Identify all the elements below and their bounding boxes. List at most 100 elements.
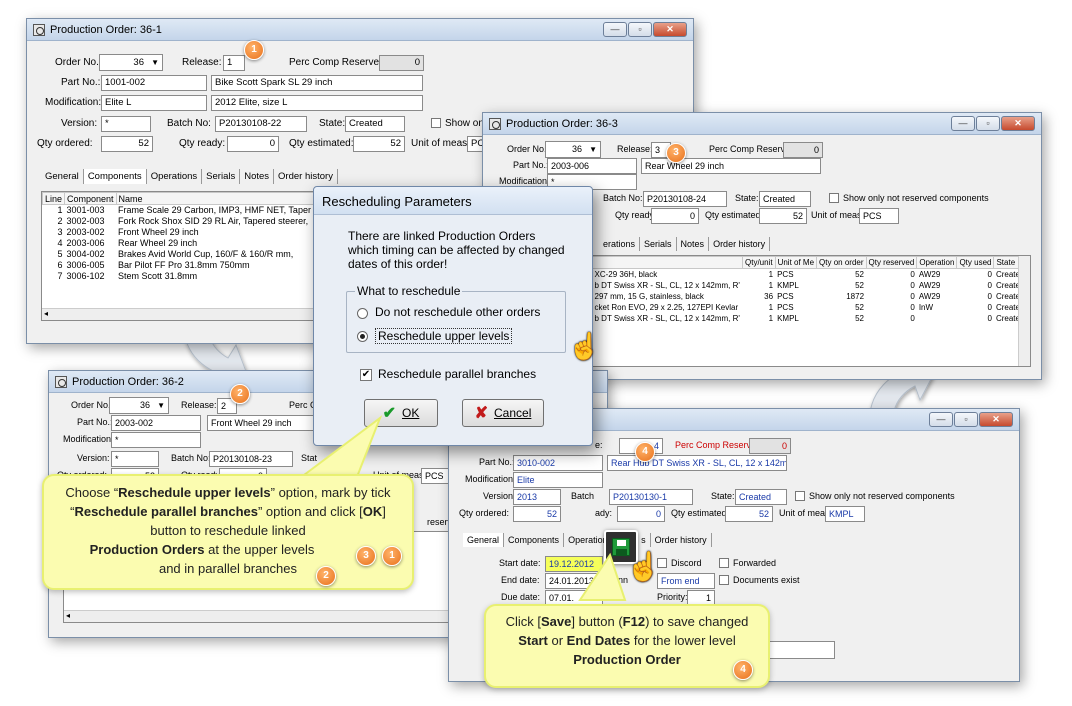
option-do-not-reschedule-radio[interactable]: [357, 308, 368, 319]
start-date-field[interactable]: 19.12.2012: [545, 556, 603, 572]
part-no-field[interactable]: 2003-002: [111, 415, 201, 431]
order-no-combo[interactable]: 36: [545, 141, 601, 158]
discord-checkbox[interactable]: [657, 558, 667, 568]
order-no-combo[interactable]: 36: [99, 54, 163, 71]
tab-notes[interactable]: s: [637, 533, 651, 547]
batch-no-field[interactable]: P20130108-22: [215, 116, 307, 132]
unit-field[interactable]: KMPL: [825, 506, 865, 522]
release-field[interactable]: 2: [217, 398, 237, 414]
qty-ready-field[interactable]: 0: [617, 506, 665, 522]
end-date-field[interactable]: 24.01.2013: [545, 573, 603, 589]
maximize-button[interactable]: ▫: [954, 412, 978, 427]
planning-field[interactable]: From end: [657, 573, 715, 589]
ok-button[interactable]: ✔ OK: [364, 399, 438, 427]
batch-no-field[interactable]: P20130130-1: [609, 489, 693, 505]
unit-field[interactable]: PCS: [859, 208, 899, 224]
part-name-field[interactable]: Rear Wheel 29 inch: [641, 158, 821, 174]
maximize-button[interactable]: ▫: [628, 22, 652, 37]
part-no-field[interactable]: 2003-006: [547, 158, 637, 174]
tab-notes[interactable]: Notes: [677, 237, 710, 251]
part-name-field[interactable]: Rear Hub DT Swiss XR - SL, CL, 12 x 142m…: [607, 455, 787, 471]
col-name[interactable]: Name: [115, 192, 317, 205]
modification-field[interactable]: Elite L: [101, 95, 207, 111]
qty-ordered-field[interactable]: 52: [101, 136, 153, 152]
option-do-not-reschedule-label[interactable]: Do not reschedule other orders: [375, 305, 541, 319]
modification-desc-field[interactable]: 2012 Elite, size L: [211, 95, 423, 111]
col-qty-unit[interactable]: Qty/unit: [742, 256, 776, 269]
qty-estimated-field[interactable]: 52: [353, 136, 405, 152]
tab-general[interactable]: General: [463, 533, 505, 547]
order-no-combo[interactable]: 36: [109, 397, 169, 414]
state-field: Created: [759, 191, 811, 207]
tab-serials[interactable]: Serials: [640, 237, 677, 251]
part-name-field[interactable]: Bike Scott Spark SL 29 inch: [211, 75, 423, 91]
col-component[interactable]: Component: [64, 192, 117, 205]
callout-text: ” option and click [: [257, 504, 363, 519]
show-only-checkbox[interactable]: [431, 118, 441, 128]
col-operation[interactable]: Operation: [916, 256, 958, 269]
documents-exist-checkbox[interactable]: [719, 575, 729, 585]
vertical-scrollbar[interactable]: [1018, 256, 1030, 366]
forwarded-checkbox[interactable]: [719, 558, 729, 568]
release-field[interactable]: 1: [223, 55, 245, 71]
minimize-button[interactable]: —: [929, 412, 953, 427]
qty-estimated-field[interactable]: 52: [759, 208, 807, 224]
col-qty-used[interactable]: Qty used: [956, 256, 995, 269]
show-only-checkbox[interactable]: [829, 193, 839, 203]
col-name[interactable]: [592, 256, 743, 269]
qty-ready-field[interactable]: 0: [227, 136, 279, 152]
tab-operations[interactable]: erations: [599, 237, 641, 251]
tab-general[interactable]: General: [41, 169, 84, 184]
qty-ordered-field[interactable]: 52: [513, 506, 561, 522]
close-button[interactable]: ✕: [653, 22, 687, 37]
col-line[interactable]: Line: [42, 192, 66, 205]
reschedule-parallel-label[interactable]: Reschedule parallel branches: [378, 367, 537, 381]
option-reschedule-upper-label[interactable]: Reschedule upper levels: [375, 328, 513, 344]
qty-ready-field[interactable]: 0: [651, 208, 699, 224]
cancel-button[interactable]: ✘ Cancel: [462, 399, 544, 427]
tab-components[interactable]: Components: [83, 169, 147, 184]
modification-field[interactable]: Elite: [513, 472, 603, 488]
batch-no-field[interactable]: P20130108-24: [643, 191, 727, 207]
option-reschedule-upper-radio[interactable]: [357, 331, 368, 342]
tab-order-history[interactable]: Order history: [274, 169, 338, 184]
maximize-button[interactable]: ▫: [976, 116, 1000, 131]
part-name-field[interactable]: Front Wheel 29 inch: [207, 415, 317, 431]
version-field[interactable]: *: [101, 116, 151, 132]
part-no-field[interactable]: 3010-002: [513, 455, 603, 471]
tab-notes[interactable]: Notes: [240, 169, 275, 184]
reschedule-parallel-checkbox[interactable]: ✔: [360, 369, 372, 381]
tab-serials[interactable]: Serials: [202, 169, 241, 184]
tab-order-history[interactable]: Order history: [709, 237, 771, 251]
tab-components[interactable]: Components: [504, 533, 565, 547]
close-button[interactable]: ✕: [979, 412, 1013, 427]
part-no-field[interactable]: 1001-002: [101, 75, 207, 91]
col-qty-reserved[interactable]: Qty reserved: [865, 256, 918, 269]
version-field[interactable]: *: [111, 451, 159, 467]
modification-field[interactable]: *: [111, 432, 201, 448]
horizontal-scrollbar[interactable]: ◂: [42, 308, 340, 320]
show-only-checkbox[interactable]: [795, 491, 805, 501]
minimize-button[interactable]: —: [603, 22, 627, 37]
tab-operations[interactable]: Operations: [147, 169, 203, 184]
qty-estimated-field[interactable]: 52: [725, 506, 773, 522]
version-field[interactable]: 2013: [513, 489, 561, 505]
close-button[interactable]: ✕: [1001, 116, 1035, 131]
batch-no-field[interactable]: P20130108-23: [209, 451, 293, 467]
col-unit[interactable]: Unit of Me: [774, 256, 818, 269]
col-qty-on-order[interactable]: Qty on order: [816, 256, 867, 269]
tab-order-history[interactable]: Order history: [651, 533, 712, 547]
minimize-button[interactable]: —: [951, 116, 975, 131]
